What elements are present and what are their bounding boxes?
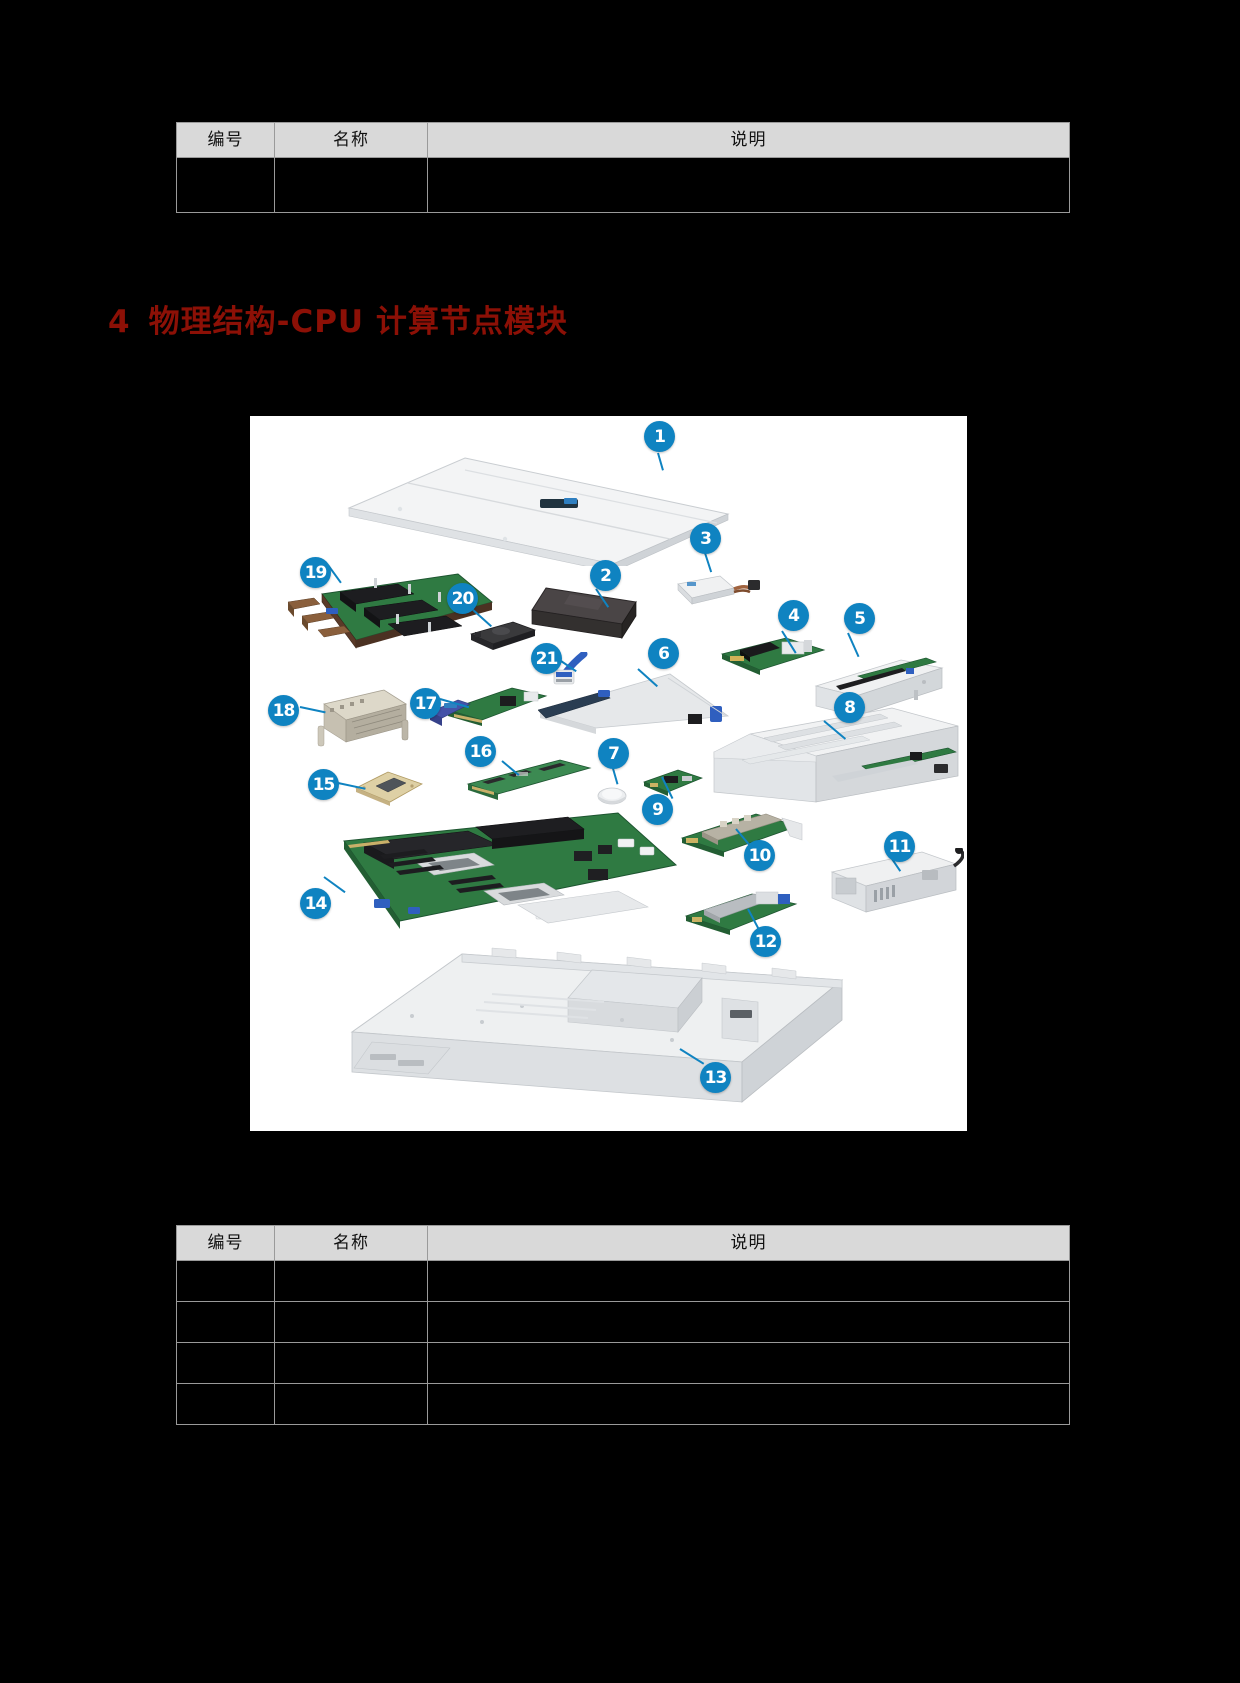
callout-badge-1[interactable]: 1: [644, 421, 675, 452]
callout-badge-15[interactable]: 15: [308, 769, 339, 800]
part-riser-cage-assembly: [806, 646, 946, 724]
part-cpu-processor: [348, 768, 428, 808]
callout-badge-5[interactable]: 5: [844, 603, 875, 634]
cell-desc: [427, 1383, 1070, 1425]
callout-badge-12[interactable]: 12: [750, 926, 781, 957]
table-row: [176, 1301, 1070, 1343]
part-network-adapter-card: [682, 886, 808, 942]
cell-name: [274, 1301, 428, 1343]
callout-badge-21[interactable]: 21: [531, 643, 562, 674]
part-cpu-heatsink: [306, 684, 416, 754]
top-parts-table: 编号 名称 说明: [176, 122, 1070, 213]
column-header-desc: 说明: [427, 1225, 1070, 1261]
part-chassis: [342, 936, 862, 1126]
table-header-row: 编号 名称 说明: [176, 122, 1070, 158]
part-air-duct: [526, 582, 646, 644]
table-row: [176, 1260, 1070, 1302]
callout-badge-7[interactable]: 7: [598, 738, 629, 769]
part-power-distribution-board: [278, 568, 498, 668]
part-top-cover: [345, 456, 730, 573]
cell-name: [274, 157, 428, 213]
bottom-parts-table: 编号 名称 说明: [176, 1225, 1070, 1425]
callout-badge-20[interactable]: 20: [447, 583, 478, 614]
cell-desc: [427, 1260, 1070, 1302]
table-header-row: 编号 名称 说明: [176, 1225, 1070, 1261]
cell-no: [176, 157, 275, 213]
column-header-no: 编号: [176, 1225, 275, 1261]
column-header-desc: 说明: [427, 122, 1070, 158]
part-drive-cage: [712, 704, 962, 820]
part-coin-cell-battery: [595, 785, 629, 809]
cell-desc: [427, 1342, 1070, 1384]
cell-desc: [427, 1301, 1070, 1343]
cell-name: [274, 1383, 428, 1425]
cell-name: [274, 1342, 428, 1384]
part-mainboard: [288, 811, 688, 951]
table-row: [176, 1342, 1070, 1384]
callout-badge-6[interactable]: 6: [648, 638, 679, 669]
part-memory-dimm: [464, 756, 594, 806]
part-power-supply-unit: [818, 846, 965, 920]
part-plastic-bracket: [461, 614, 541, 654]
table-row: [176, 157, 1070, 213]
callout-badge-14[interactable]: 14: [300, 888, 331, 919]
exploded-view-figure: 1 2 3 4 5 6 7 8 9 10 11 12 13 14 15 16 1…: [250, 416, 967, 1131]
cell-no: [176, 1342, 275, 1384]
callout-badge-13[interactable]: 13: [700, 1062, 731, 1093]
page-title: 4 物理结构-CPU 计算节点模块: [108, 296, 568, 341]
callout-badge-10[interactable]: 10: [744, 840, 775, 871]
cell-desc: [427, 157, 1070, 213]
cell-name: [274, 1260, 428, 1302]
callout-badge-19[interactable]: 19: [300, 557, 331, 588]
callout-badge-18[interactable]: 18: [268, 695, 299, 726]
callout-badge-11[interactable]: 11: [884, 831, 915, 862]
part-mezzanine-card: [716, 628, 831, 684]
table-row: [176, 1383, 1070, 1425]
part-riser-bracket: [537, 668, 738, 740]
column-header-name: 名称: [274, 1225, 428, 1261]
part-small-pcb-module: [638, 764, 708, 800]
callout-badge-8[interactable]: 8: [834, 692, 865, 723]
callout-badge-9[interactable]: 9: [642, 794, 673, 825]
cell-no: [176, 1301, 275, 1343]
heading-number: 4: [108, 304, 131, 340]
column-header-no: 编号: [176, 122, 275, 158]
callout-badge-4[interactable]: 4: [778, 600, 809, 631]
callout-badge-17[interactable]: 17: [410, 688, 441, 719]
heading-text: 物理结构-CPU 计算节点模块: [148, 304, 568, 340]
column-header-name: 名称: [274, 122, 428, 158]
part-flex-cable: [540, 650, 594, 696]
cell-no: [176, 1260, 275, 1302]
callout-badge-3[interactable]: 3: [690, 523, 721, 554]
cell-no: [176, 1383, 275, 1425]
part-raid-controller-card: [426, 682, 552, 736]
callout-badge-16[interactable]: 16: [465, 736, 496, 767]
part-battery-module-cable: [672, 568, 764, 612]
callout-badge-2[interactable]: 2: [590, 560, 621, 591]
